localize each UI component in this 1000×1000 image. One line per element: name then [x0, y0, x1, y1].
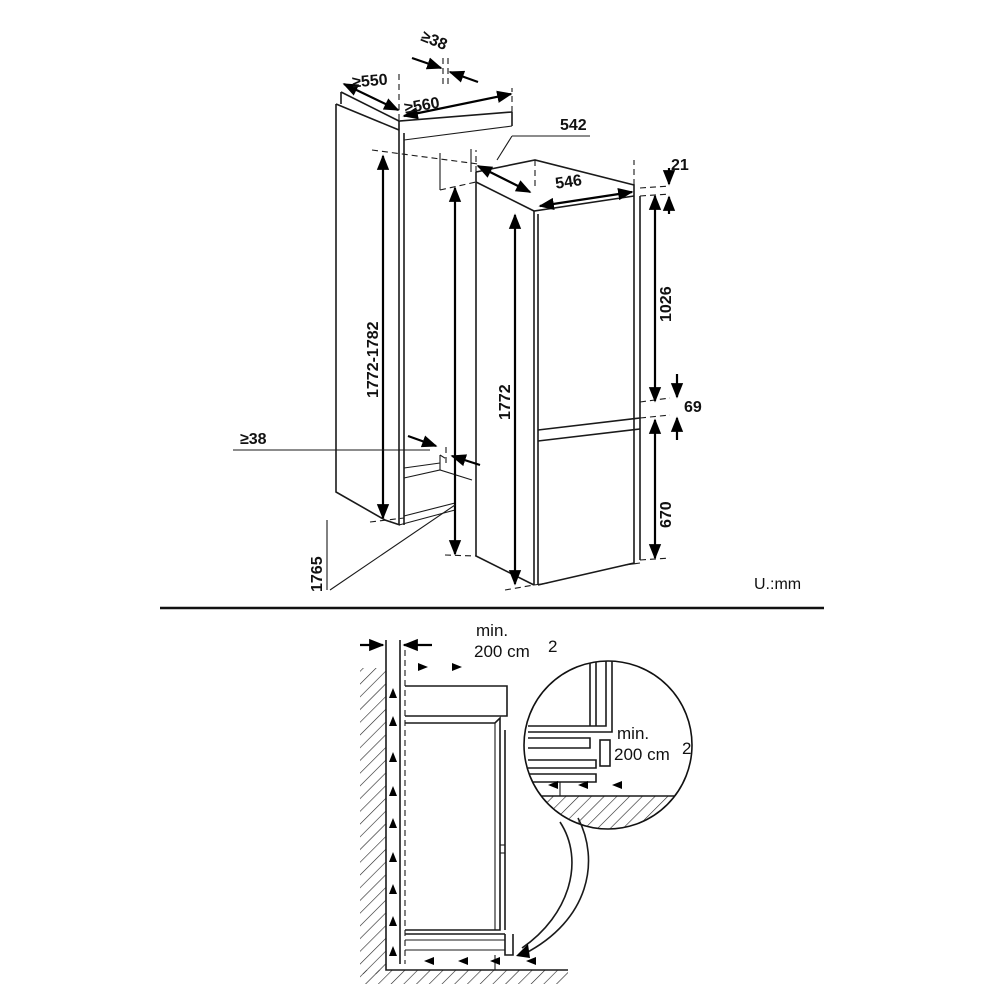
dimension-lines	[233, 56, 684, 591]
airflow-arrows	[389, 663, 536, 965]
label-gap-top: ≥38	[418, 28, 449, 54]
label-appliance-depth: 542	[560, 117, 587, 134]
vent-detail-min-label: min.	[617, 724, 649, 743]
label-middle-gap: 69	[684, 399, 702, 416]
label-top-offset: 21	[671, 157, 689, 174]
vent-area-label: 200 cm	[474, 642, 530, 661]
label-niche-depth: ≥550	[351, 71, 388, 91]
vent-area-exponent: 2	[548, 637, 557, 656]
vent-detail-area-exponent: 2	[682, 739, 691, 758]
label-appliance-height: 1772	[497, 384, 514, 420]
appliance	[475, 159, 641, 586]
detail-magnifier: min. 200 cm 2	[516, 660, 693, 958]
label-base-height: 1765	[309, 556, 326, 592]
label-niche-height: 1772-1782	[365, 321, 382, 398]
dimension-labels: ≥38 ≥550 ≥560 542 546 21 1026 1772-1782 …	[240, 28, 801, 593]
label-appliance-width: 546	[554, 172, 583, 193]
label-gap-bottom: ≥38	[240, 431, 267, 448]
construction-lines	[369, 58, 671, 591]
ventilation-top-callout: min. 200 cm 2	[360, 621, 557, 661]
ventilation-drawing	[360, 640, 568, 984]
units-label: U.:mm	[754, 576, 801, 593]
label-niche-width: ≥560	[403, 95, 441, 118]
vent-min-label: min.	[476, 621, 508, 640]
vent-detail-area-label: 200 cm	[614, 745, 670, 764]
label-lower-height: 670	[658, 501, 675, 528]
label-upper-height: 1026	[658, 286, 675, 322]
